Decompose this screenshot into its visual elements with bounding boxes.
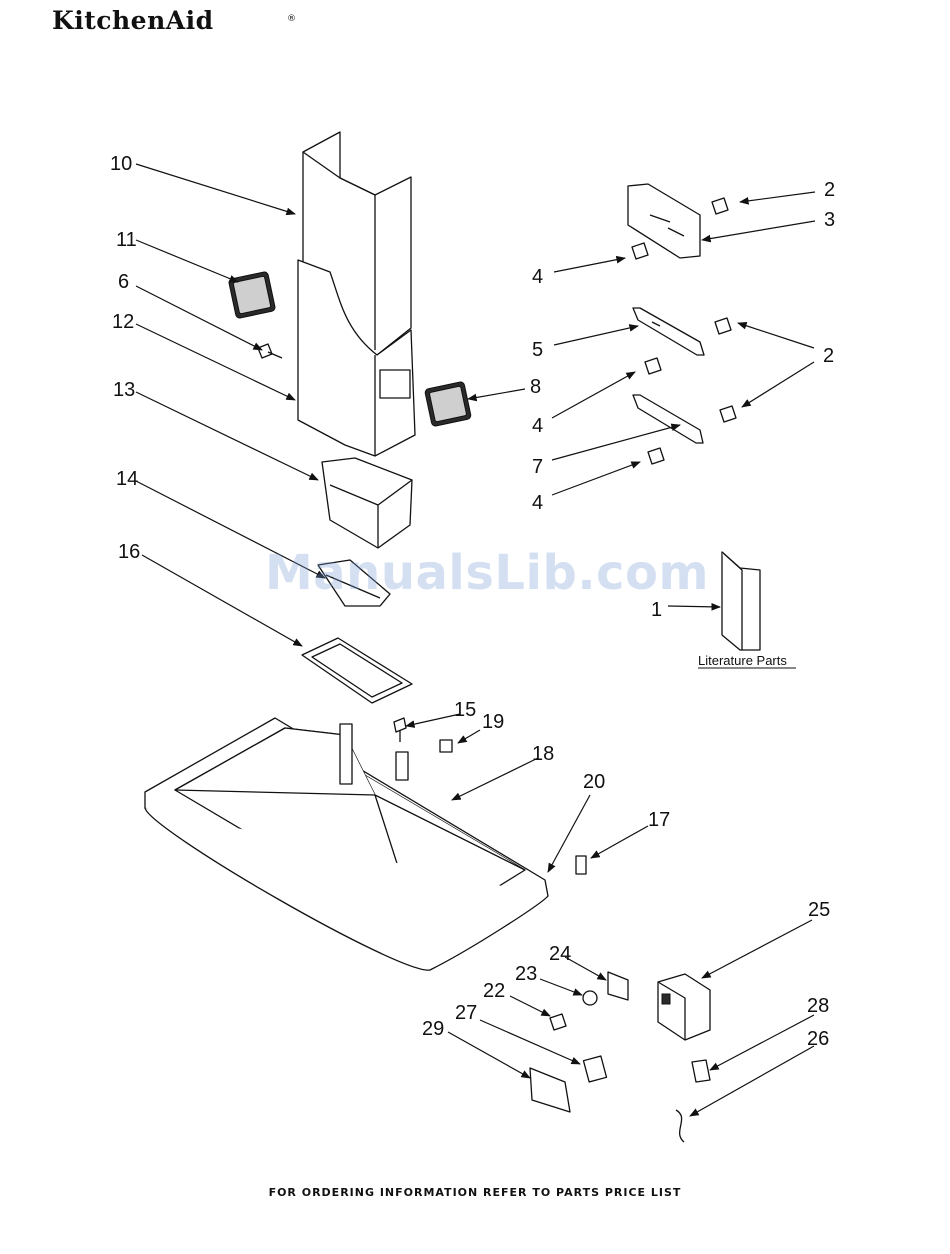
callout-4-mid: 4 [532, 415, 543, 437]
callout-18: 18 [532, 743, 554, 765]
screw-part-4-low [648, 448, 664, 464]
literature-parts-label: Literature Parts [698, 653, 787, 668]
screw-part-15 [394, 718, 406, 742]
cover-part-29 [530, 1068, 570, 1112]
hood-canopy [145, 718, 548, 970]
callout-10: 10 [110, 153, 132, 175]
callout-2-mid: 2 [823, 345, 834, 367]
callout-8: 8 [530, 376, 541, 398]
duct-transition [322, 458, 412, 548]
callout-23: 23 [515, 963, 537, 985]
callout-11: 11 [116, 229, 137, 251]
callout-2-top: 2 [824, 179, 835, 201]
screw-part-2-top [712, 198, 728, 214]
callout-13: 13 [113, 379, 135, 401]
screw-part-4-mid [645, 358, 661, 374]
grille-right [424, 381, 471, 426]
callout-29: 29 [422, 1018, 444, 1040]
screw-part-2-low [720, 406, 736, 422]
callout-25: 25 [808, 899, 830, 921]
callout-17: 17 [648, 809, 670, 831]
callout-12: 12 [112, 311, 134, 333]
filter [302, 638, 412, 703]
bracket-part-7 [633, 395, 703, 443]
callout-20: 20 [583, 771, 605, 793]
callout-19: 19 [482, 711, 504, 733]
screw-part-4-top [632, 243, 648, 259]
callout-27: 27 [455, 1002, 477, 1024]
callout-16: 16 [118, 541, 140, 563]
footer-note: FOR ORDERING INFORMATION REFER TO PARTS … [0, 1186, 950, 1199]
bracket-part-24 [608, 972, 628, 1000]
screw-part-22 [550, 1014, 566, 1030]
clip-part-19 [440, 740, 452, 752]
control-housing-part-25 [658, 974, 710, 1040]
callout-26: 26 [807, 1028, 829, 1050]
knob-part-28 [692, 1060, 710, 1082]
callout-15: 15 [454, 699, 476, 721]
literature-booklet [722, 552, 760, 650]
callout-7: 7 [532, 456, 543, 478]
callout-4-top: 4 [532, 266, 543, 288]
screw-part-6 [258, 344, 282, 358]
callout-28: 28 [807, 995, 829, 1017]
grille-left [228, 271, 275, 318]
bracket-part-5 [633, 308, 704, 355]
callout-24: 24 [549, 943, 571, 965]
switch-part-27 [583, 1056, 606, 1082]
clip-part-17 [576, 856, 586, 874]
callout-4-low: 4 [532, 492, 543, 514]
callout-3: 3 [824, 209, 835, 231]
callout-22: 22 [483, 980, 505, 1002]
wire-part-26 [676, 1110, 684, 1142]
screw-part-2-mid [715, 318, 731, 334]
callout-5: 5 [532, 339, 543, 361]
watermark: ManualsLib.com [265, 545, 709, 601]
callout-14: 14 [116, 468, 138, 490]
washer-part-23 [583, 991, 597, 1005]
callout-6: 6 [118, 271, 129, 293]
callout-1: 1 [651, 599, 662, 621]
